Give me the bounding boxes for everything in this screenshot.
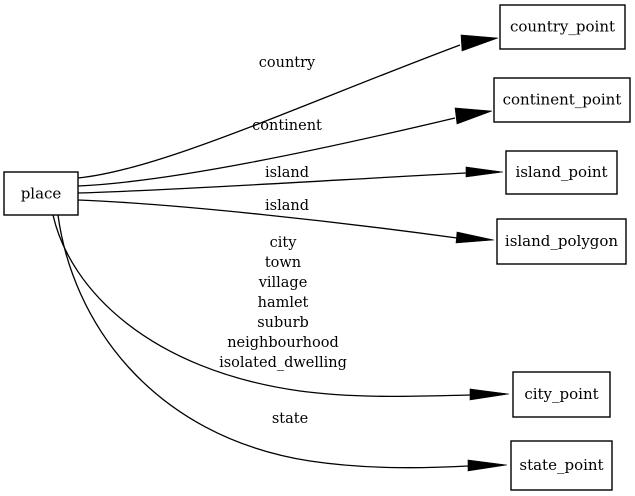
node-country-point[interactable]: country_point xyxy=(499,4,626,50)
node-city-point[interactable]: city_point xyxy=(512,371,611,418)
arrowhead-island-polygon xyxy=(455,231,495,244)
edge-labels-layer: country continent island island city tow… xyxy=(219,55,347,427)
node-box-state-point xyxy=(510,440,613,491)
node-continent-point[interactable]: continent_point xyxy=(493,77,631,123)
edge-label-state: state xyxy=(272,411,308,427)
arrowhead-country xyxy=(460,34,499,52)
nodes-layer: place country_point continent_point isla… xyxy=(3,4,631,491)
edge-line-island-polygon xyxy=(77,199,458,239)
arrowhead-city xyxy=(469,388,510,401)
edge-label-city-line-0: city xyxy=(270,235,298,251)
edge-label-city-line-6: isolated_dwelling xyxy=(219,355,347,371)
node-label-state-point: state_point xyxy=(519,456,603,474)
edge-place-state_point[interactable] xyxy=(57,214,508,472)
edge-line-city xyxy=(52,214,471,398)
edge-place-island_point[interactable] xyxy=(77,166,504,194)
arrowhead-continent xyxy=(454,107,493,125)
edge-place-country_point[interactable] xyxy=(77,34,499,179)
node-label-island-polygon: island_polygon xyxy=(505,232,619,250)
node-box-island-polygon xyxy=(496,218,627,265)
node-label-place: place xyxy=(21,185,62,203)
node-state-point[interactable]: state_point xyxy=(510,440,613,491)
arrowhead-island-point xyxy=(465,166,504,178)
edge-label-country: country xyxy=(259,55,316,71)
edge-label-city-line-2: village xyxy=(258,275,308,291)
edge-line-continent xyxy=(77,117,456,187)
node-box-place xyxy=(3,171,79,216)
node-box-country-point xyxy=(499,4,626,50)
edge-line-state xyxy=(57,214,469,469)
edge-label-island-polygon: island xyxy=(265,198,309,214)
node-island-point[interactable]: island_point xyxy=(505,150,618,195)
node-label-city-point: city_point xyxy=(524,385,598,403)
node-box-city-point xyxy=(512,371,611,418)
node-island-polygon[interactable]: island_polygon xyxy=(496,218,627,265)
edge-place-island_polygon[interactable] xyxy=(77,199,495,244)
node-box-island-point xyxy=(505,150,618,195)
edge-label-city-line-1: town xyxy=(265,255,301,271)
edge-place-city_point[interactable] xyxy=(52,214,510,401)
edge-label-island-point: island xyxy=(265,165,309,181)
edge-label-city-group: city town village hamlet suburb neighbou… xyxy=(219,235,347,371)
node-box-continent-point xyxy=(493,77,631,123)
edges-layer xyxy=(52,34,510,472)
edge-label-city-line-5: neighbourhood xyxy=(227,335,339,351)
edge-label-city-line-3: hamlet xyxy=(258,295,309,311)
node-label-island-point: island_point xyxy=(515,163,607,181)
edge-label-city-line-4: suburb xyxy=(257,315,309,331)
edge-place-continent_point[interactable] xyxy=(77,107,493,187)
node-label-country-point: country_point xyxy=(510,18,615,36)
edge-line-island-point xyxy=(77,172,467,194)
arrowhead-state xyxy=(467,459,508,472)
node-place[interactable]: place xyxy=(3,171,79,216)
edge-label-continent: continent xyxy=(252,118,322,134)
edge-line-country xyxy=(77,44,461,179)
node-label-continent-point: continent_point xyxy=(503,91,622,109)
